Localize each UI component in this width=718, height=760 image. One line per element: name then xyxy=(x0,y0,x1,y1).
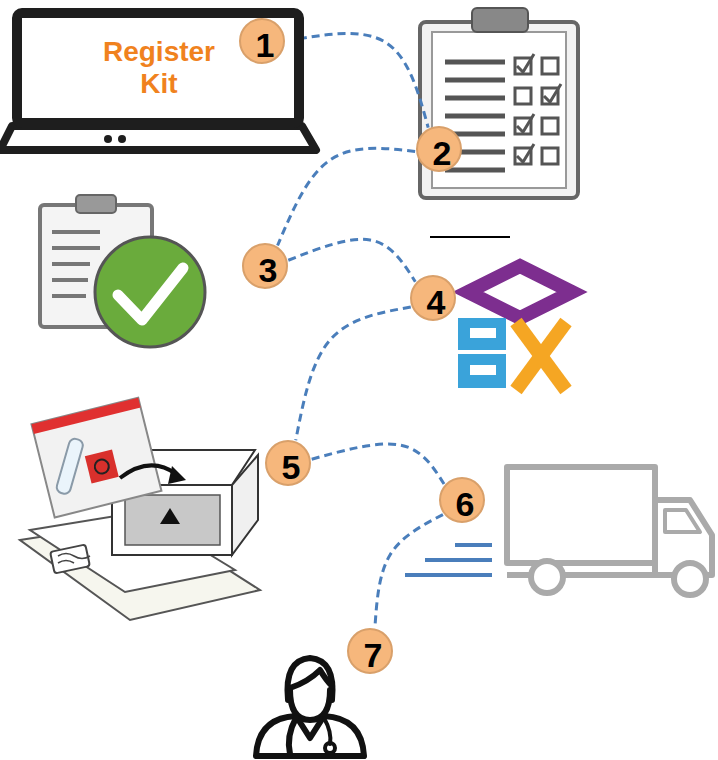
dashed-connector xyxy=(375,515,443,628)
callout-number: 7 xyxy=(364,637,383,673)
dashed-connector xyxy=(288,239,415,281)
package-illustration xyxy=(20,398,260,620)
step-circle: 2 xyxy=(416,126,462,172)
short-rule xyxy=(430,236,510,238)
checklist-icon xyxy=(420,8,578,198)
step-circle: 3 xyxy=(242,243,288,289)
dashed-connector xyxy=(278,148,416,245)
step-circle: 1 xyxy=(239,18,285,64)
step-circle: 7 xyxy=(347,628,393,674)
callout-number: 4 xyxy=(427,284,446,320)
callout-number: 2 xyxy=(433,135,452,171)
doctor-icon xyxy=(256,658,364,756)
callout-number: 6 xyxy=(456,486,475,522)
approved-icon xyxy=(40,195,205,347)
laptop-icon xyxy=(0,126,316,150)
truck-icon xyxy=(507,467,712,595)
callout-number: 3 xyxy=(259,252,278,288)
callout-number: 1 xyxy=(256,27,275,63)
dashed-connector xyxy=(312,444,444,484)
step-circle: 6 xyxy=(439,477,485,523)
dashed-connector xyxy=(296,307,411,440)
dashed-connector xyxy=(286,33,428,127)
box-logo xyxy=(458,266,572,390)
step-circle: 4 xyxy=(410,275,456,321)
callout-number: 5 xyxy=(282,449,301,485)
speed-lines xyxy=(405,545,492,575)
screen-label: Register Kit xyxy=(84,36,234,100)
step-circle: 5 xyxy=(265,440,311,486)
